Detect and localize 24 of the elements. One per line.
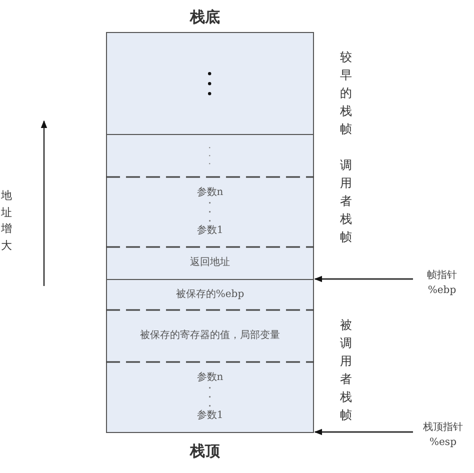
side-label: 较早的栈帧 bbox=[340, 49, 352, 138]
stack-end-label: 栈顶 bbox=[190, 441, 220, 462]
stack-frame-slot bbox=[106, 32, 314, 134]
slot-text: 参数1 bbox=[196, 224, 224, 237]
pointer-label: 帧指针 %ebp bbox=[414, 268, 470, 298]
pointer-arrow bbox=[314, 276, 413, 282]
slot-text: 参数n bbox=[196, 372, 224, 384]
slot-text: 被保存的%ebp bbox=[176, 289, 244, 301]
slot-text: 返回地址 bbox=[190, 257, 230, 269]
side-label: 被调用者栈帧 bbox=[340, 317, 352, 424]
stack-frame-slot bbox=[106, 134, 314, 177]
stack-frame-slot bbox=[106, 362, 314, 433]
stack-frame-slot bbox=[106, 177, 314, 247]
side-label: 调用者栈帧 bbox=[340, 157, 352, 246]
slot-text: 参数n bbox=[196, 187, 224, 200]
slot-text: 参数1 bbox=[196, 410, 224, 422]
stack-frame-slot bbox=[106, 279, 314, 310]
pointer-label: 栈顶指针 %esp bbox=[414, 420, 472, 450]
slot-text: 被保存的寄存器的值，局部变量 bbox=[140, 330, 280, 342]
stack-end-label: 栈底 bbox=[190, 7, 220, 28]
side-label: 地址增大 bbox=[1, 188, 12, 254]
stack-frame-slot bbox=[106, 247, 314, 279]
pointer-arrow bbox=[314, 428, 413, 436]
stack-frame-slot bbox=[106, 310, 314, 362]
